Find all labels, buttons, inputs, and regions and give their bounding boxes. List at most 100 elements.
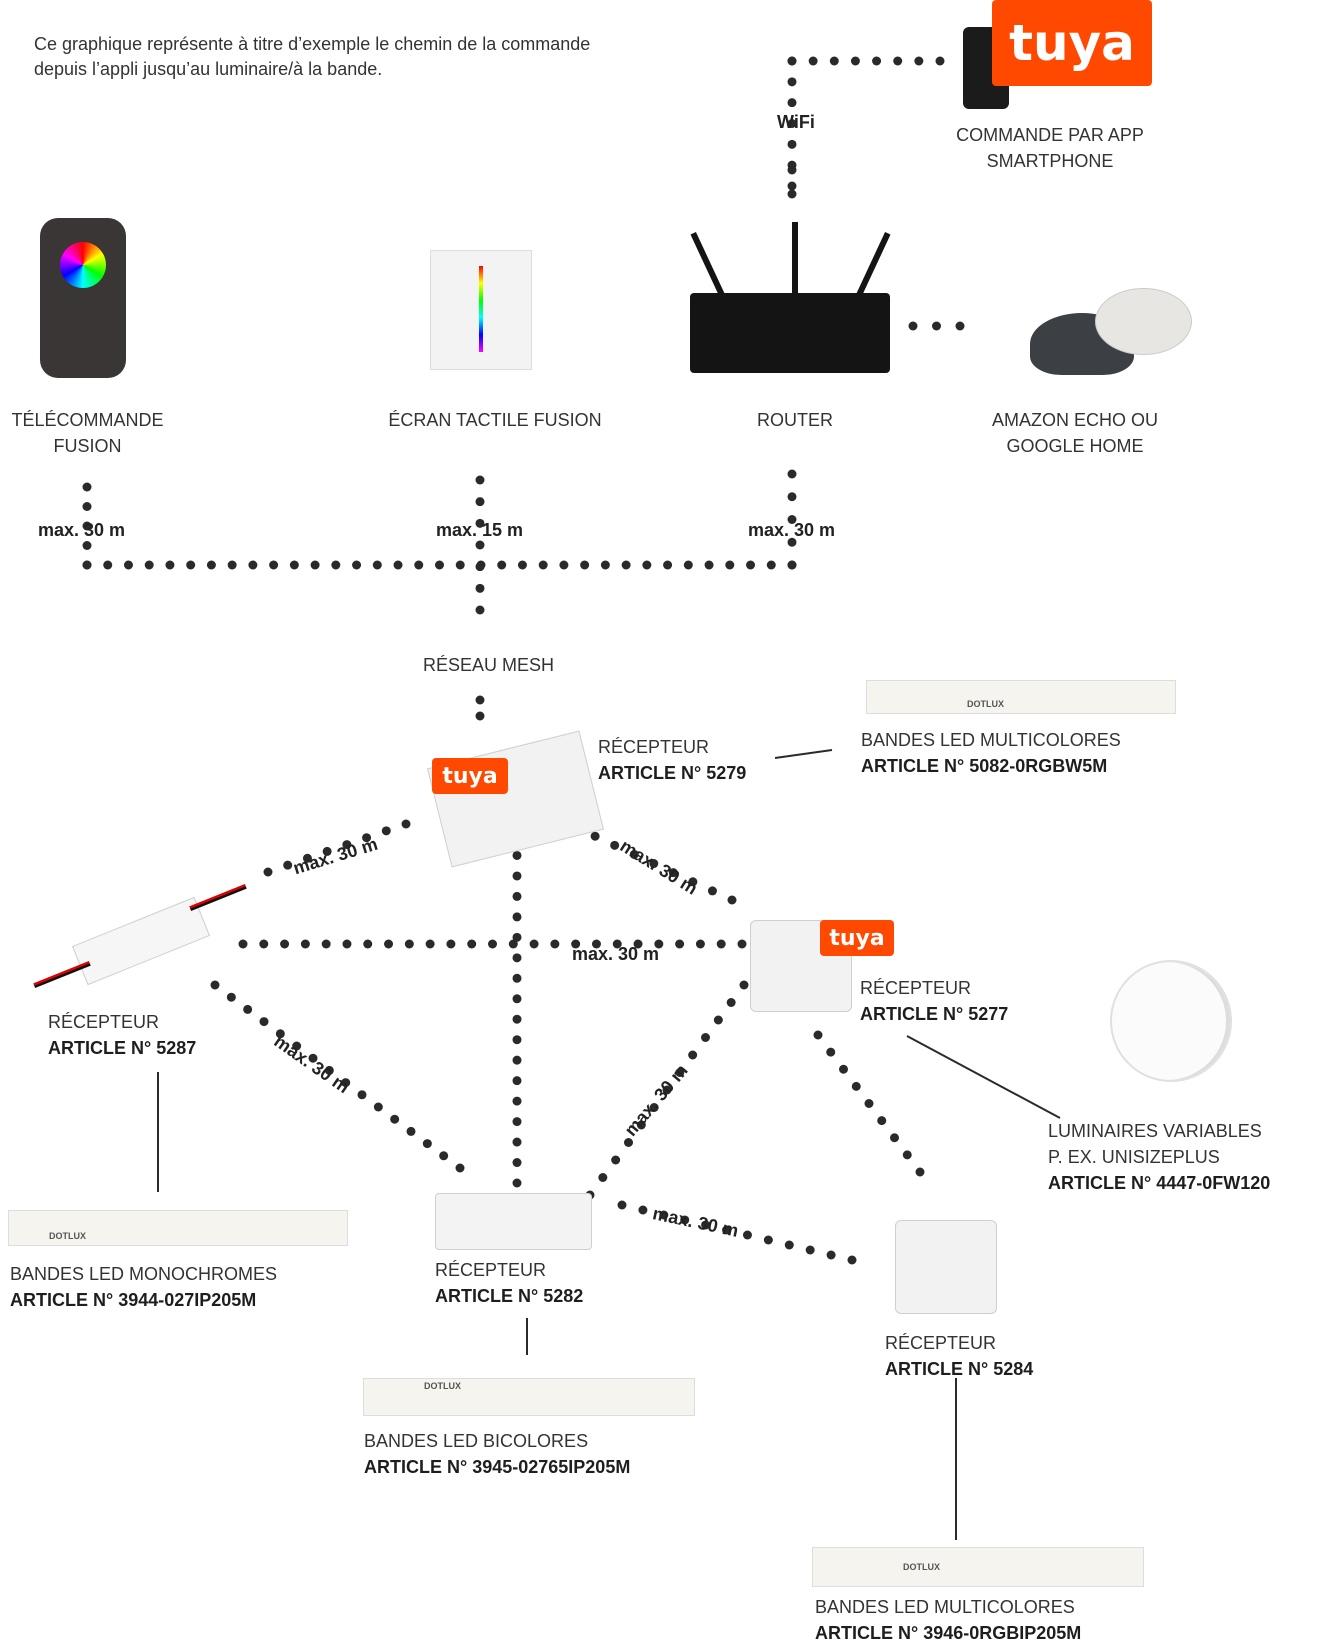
receiver-5279-article: ARTICLE N° 5279 xyxy=(598,763,747,783)
connection-dot xyxy=(322,846,332,856)
connection-dot xyxy=(598,1173,608,1182)
connection-dot xyxy=(808,56,818,66)
led-strip-3945: DOTLUX xyxy=(363,1378,695,1416)
connection-dot xyxy=(890,1133,899,1143)
connection-dot xyxy=(475,540,485,550)
connection-dot xyxy=(662,1085,672,1095)
connection-dot xyxy=(283,860,293,870)
remote-label: TÉLÉCOMMANDE FUSION xyxy=(0,407,175,459)
connection-dot xyxy=(701,1220,711,1230)
echo-label-line-2: GOOGLE HOME xyxy=(1006,436,1144,456)
router-icon xyxy=(690,293,890,373)
connection-dot xyxy=(649,1103,659,1112)
connection-dot xyxy=(649,859,659,869)
connection-dot xyxy=(439,1151,449,1161)
connection-dot xyxy=(529,939,539,949)
connection-dot xyxy=(722,1225,732,1235)
connection-dot xyxy=(675,1068,685,1077)
connection-dot xyxy=(908,321,918,331)
connection-dot xyxy=(839,1064,848,1074)
connection-dot xyxy=(512,1178,522,1188)
strip-3945-title: BANDES LED BICOLORES xyxy=(364,1431,589,1451)
connection-dot xyxy=(144,560,154,570)
app-label-line-1: COMMANDE PAR APP xyxy=(956,125,1144,145)
receiver-5284-label: RÉCEPTEUR ARTICLE N° 5284 xyxy=(885,1330,1033,1382)
connection-dot xyxy=(422,1139,432,1149)
connection-dot xyxy=(210,980,220,990)
connection-dot xyxy=(663,560,673,570)
strip-3944-label: BANDES LED MONOCHROMES ARTICLE N° 3944-0… xyxy=(10,1261,277,1313)
connection-dot xyxy=(559,560,569,570)
connection-dot xyxy=(512,1117,522,1127)
connection-dot xyxy=(787,181,797,191)
connection-dot xyxy=(571,939,581,949)
connector-5277-luminaire xyxy=(906,1035,1061,1119)
connection-dot xyxy=(512,1096,522,1106)
connection-dot xyxy=(591,939,601,949)
strip-3944-article: ARTICLE N° 3944-027IP205M xyxy=(10,1290,257,1310)
luminaire-label: LUMINAIRES VARIABLES P. EX. UNISIZEPLUS … xyxy=(1048,1118,1270,1196)
connection-dot xyxy=(847,1255,857,1265)
connection-dot xyxy=(455,560,465,570)
connection-dot xyxy=(512,1137,522,1147)
connection-dot xyxy=(206,560,216,570)
connection-dot xyxy=(324,1065,334,1075)
connection-dot xyxy=(248,560,258,570)
receiver-5284-icon xyxy=(895,1220,997,1314)
distance-touch: max. 15 m xyxy=(436,520,524,540)
dotlux-logo: DOTLUX xyxy=(967,699,1004,709)
luminaire-label-line-2: P. EX. UNISIZEPLUS xyxy=(1048,1147,1220,1167)
distance-router: max. 30 m xyxy=(748,520,836,540)
connection-dot xyxy=(488,939,497,949)
connection-dot xyxy=(512,1158,522,1168)
connection-dot xyxy=(363,939,373,949)
strip-5082-article: ARTICLE N° 5082-0RGBW5M xyxy=(861,756,1108,776)
connection-dot xyxy=(414,560,424,570)
connection-dot xyxy=(742,1230,752,1240)
connection-dot xyxy=(727,895,737,905)
connection-dot xyxy=(103,560,113,570)
connection-dot xyxy=(716,939,726,949)
connection-dot xyxy=(695,939,705,949)
receiver-5287-article: ARTICLE N° 5287 xyxy=(48,1038,197,1058)
connection-dot xyxy=(308,1053,318,1063)
connection-dot xyxy=(331,560,341,570)
connection-dot xyxy=(455,1163,465,1173)
connection-dot xyxy=(932,321,941,331)
tuya-badge-5277: tuya xyxy=(820,920,894,956)
connection-dot xyxy=(787,469,797,479)
strip-3944-title: BANDES LED MONOCHROMES xyxy=(10,1264,278,1284)
connection-dot xyxy=(725,560,735,570)
connection-dot xyxy=(654,939,664,949)
connection-dot xyxy=(611,1155,621,1165)
connection-dot xyxy=(512,912,522,922)
connection-dot xyxy=(512,932,522,942)
connection-dot xyxy=(82,521,92,531)
connection-dot xyxy=(259,1017,269,1027)
touch-panel-color-bar xyxy=(479,266,483,352)
connection-dot xyxy=(612,939,622,949)
connection-dot xyxy=(787,492,797,502)
connection-dot xyxy=(512,973,522,983)
connection-dot xyxy=(787,56,797,66)
connection-dot xyxy=(435,560,444,570)
connection-dot xyxy=(787,189,797,199)
connection-dot xyxy=(512,1055,522,1065)
wifi-label: WiFi xyxy=(777,112,815,132)
connection-dot xyxy=(82,502,92,511)
receiver-5277-label: RÉCEPTEUR ARTICLE N° 5277 xyxy=(860,975,1008,1027)
connection-dot xyxy=(401,819,411,829)
connection-dot xyxy=(467,939,477,949)
connection-dot xyxy=(372,560,382,570)
connection-dot xyxy=(404,939,414,949)
connection-dot xyxy=(342,939,352,949)
connection-dot xyxy=(381,826,391,836)
connection-dot xyxy=(914,56,924,66)
mesh-label: RÉSEAU MESH xyxy=(423,655,555,675)
connection-dot xyxy=(390,1114,400,1124)
receiver-5277-title: RÉCEPTEUR xyxy=(860,978,972,998)
connection-dot xyxy=(512,1076,522,1086)
connection-dot xyxy=(227,560,237,570)
connection-dot xyxy=(165,560,175,570)
connection-dot xyxy=(475,518,485,528)
